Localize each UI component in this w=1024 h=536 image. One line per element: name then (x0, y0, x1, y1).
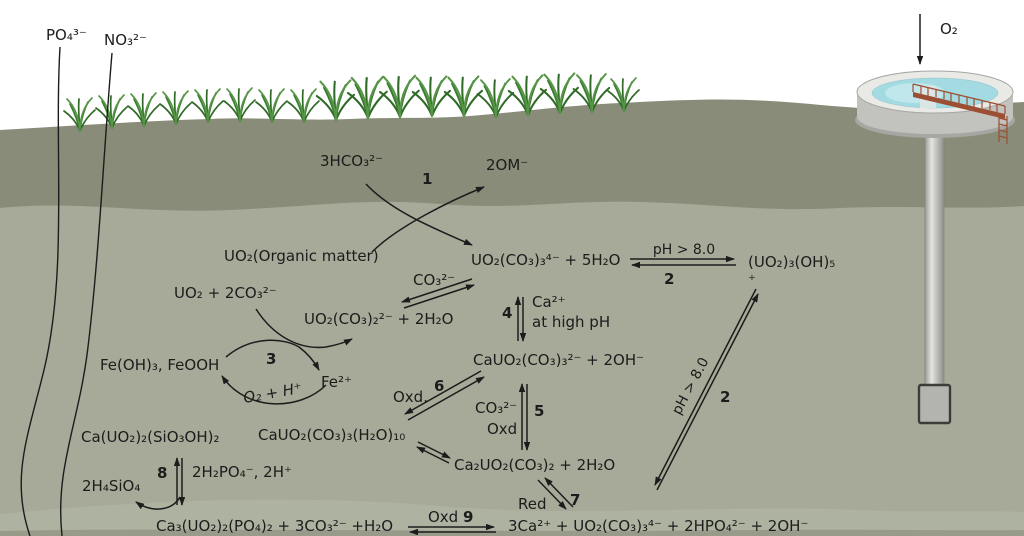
calcium-uranyl-tricarbonate-label: CaUO₂(CO₃)₃²⁻ + 2OH⁻ (473, 351, 645, 369)
reaction-5-arrow (518, 383, 531, 451)
organic-matter-product-label: 2OM⁻ (486, 156, 529, 174)
reaction-8-arrows (135, 457, 186, 510)
reaction-4-number: 4 (502, 304, 513, 322)
reaction-5-number: 5 (534, 402, 545, 420)
phosphate-flow-line (20, 46, 61, 536)
reaction-9-label: Oxd (428, 508, 459, 526)
reaction-7-label: Red (518, 495, 547, 513)
reaction-1-number: 1 (422, 170, 433, 188)
calcium-uranyl-hydrate-label: CaUO₂(CO₃)₃(H₂O)₁₀ (258, 426, 406, 444)
phosphate-proton-label: 2H₂PO₄⁻, 2H⁺ (192, 463, 292, 481)
phosphate-label: PO₄³⁻ (46, 26, 87, 44)
silicic-acid-label: 2H₄SiO₄ (82, 477, 141, 495)
walkway-posts (912, 84, 1006, 114)
carbonate-label: CO₃²⁻ (413, 271, 456, 289)
reaction-arrows (135, 14, 924, 536)
uranyl-dicarbonate-label: UO₂(CO₃)₂²⁻ + 2H₂O (304, 310, 454, 328)
reaction-2-diagonal-number: 2 (720, 388, 731, 406)
reaction-7-arrow (537, 477, 574, 510)
deep-light-band (0, 499, 1024, 536)
walkway-deck (913, 92, 1005, 119)
well-pipe (924, 134, 945, 386)
nitrate-flow-line (59, 52, 113, 536)
reaction-9-number: 9 (463, 508, 474, 526)
reaction-2-number: 2 (664, 270, 675, 288)
well (855, 70, 1015, 425)
uranyl-plus-carbonate-label: UO₂ + 2CO₃²⁻ (174, 284, 277, 302)
high-ph-label: at high pH (532, 313, 611, 331)
reaction-1-arrows (365, 183, 485, 253)
dicalcium-uranyl-carbonate-label: Ca₂UO₂(CO₃)₂ + 2H₂O (454, 456, 616, 474)
uranophane-label: Ca(UO₂)₂(SiO₃OH)₂ (81, 428, 220, 446)
reaction-5-down-label: Oxd (487, 420, 518, 438)
uranyl-phosphate-left-label: Ca₃(UO₂)₂(PO₄)₂ + 3CO₃²⁻ +H₂O (156, 517, 394, 535)
reaction-3-arrows (221, 308, 353, 405)
reaction-6-number: 6 (434, 377, 445, 395)
uranyl-organic-label: UO₂(Organic matter) (224, 247, 379, 265)
well-screen-cap (917, 383, 952, 425)
reaction-3-number: 3 (266, 350, 277, 368)
bicarbonate-label: 3HCO₃²⁻ (320, 152, 384, 170)
nitrate-label: NO₃²⁻ (104, 31, 147, 49)
subsoil-layer (0, 201, 1024, 536)
uranyl-hydroxide-label: (UO₂)₃(OH)₅ ⁺ (748, 253, 836, 289)
reaction-2-condition: pH > 8.0 (652, 242, 716, 258)
reaction-6-label: Oxd. (393, 388, 428, 406)
iron-oxide-label: Fe(OH)₃, FeOOH (100, 356, 220, 374)
reaction-8-number: 8 (157, 464, 168, 482)
uranyl-tricarbonate-label: UO₂(CO₃)₃⁴⁻ + 5H₂O (471, 251, 621, 269)
reaction-5-up-label: CO₃²⁻ (475, 399, 518, 417)
bottom-soil-band (0, 529, 1024, 536)
ferrous-iron-label: Fe²⁺ (321, 373, 352, 391)
carbonate-exchange-arrow (401, 278, 475, 309)
hydrate-exchange-arrow (416, 441, 451, 464)
soil-layers (0, 99, 1024, 536)
reaction-4-arrow (514, 296, 527, 342)
uranyl-phosphate-right-label: 3Ca²⁺ + UO₂(CO₃)₃⁴⁻ + 2HPO₄²⁻ + 2OH⁻ (508, 517, 809, 535)
calcium-label: Ca²⁺ (532, 293, 566, 311)
oxygen-label: O₂ (940, 20, 958, 38)
reaction-7-number: 7 (570, 491, 581, 509)
reaction-2-horizontal-arrow (630, 255, 736, 269)
reaction-2-diagonal-arrow (654, 288, 759, 491)
flow-lines (20, 46, 113, 536)
reaction-9-arrow (408, 523, 496, 536)
reaction-6-arrow (404, 370, 485, 421)
walkway-ladder (998, 114, 1008, 144)
